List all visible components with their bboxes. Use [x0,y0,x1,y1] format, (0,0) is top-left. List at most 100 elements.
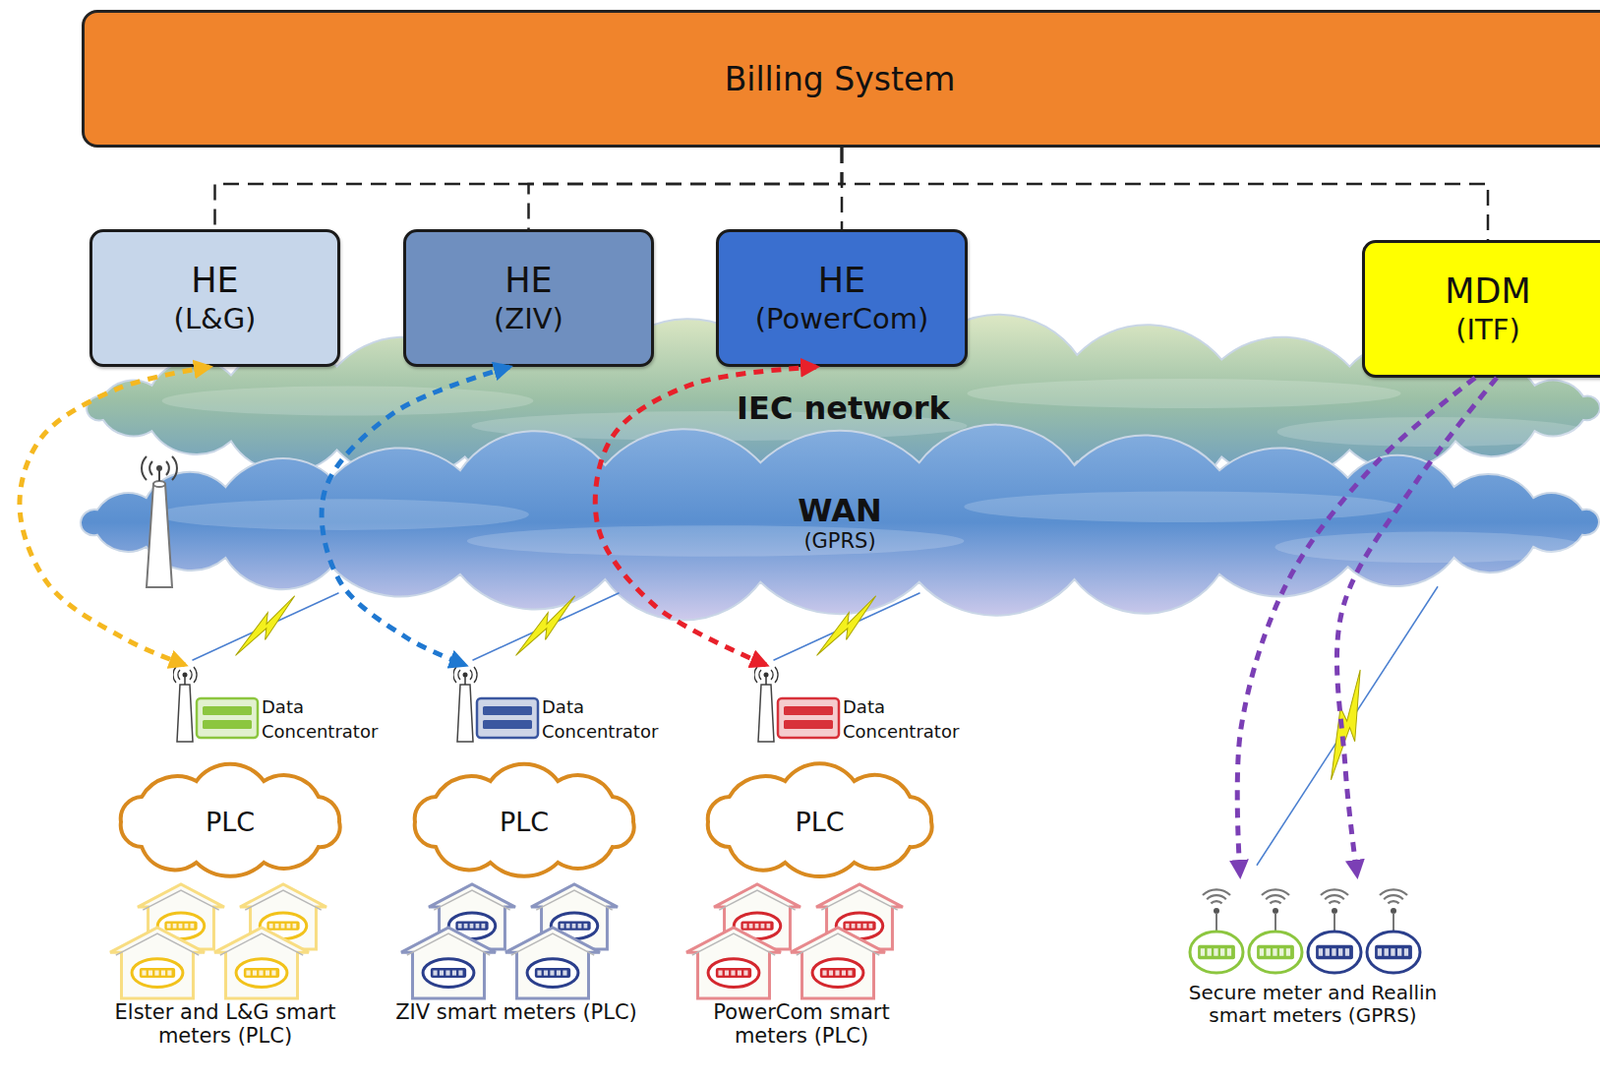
meter-digit [458,923,463,929]
concentrator-box [196,698,258,738]
meter-digit [432,969,437,975]
cloud-streak [967,378,1402,409]
wifi-arc [1387,900,1399,903]
meter-digit [562,969,567,975]
meter-display [1197,945,1236,960]
meter-digit [154,969,159,975]
cloud-streak [1274,531,1586,563]
meter-digit [1384,948,1389,956]
concentrator-icon [173,664,260,744]
meter-digit [743,923,748,929]
house-icon [790,927,886,999]
meter-icon [812,958,864,988]
bolt-shape [503,595,588,656]
meter-icon [527,958,579,988]
meter-display [715,967,752,978]
concentrator-slot [482,706,533,715]
gprs-meters-icon [1175,875,1451,982]
cloud-streak [467,525,965,557]
radio-link [773,592,921,661]
lightning-bolt [466,578,626,673]
meter-icon [131,958,183,988]
meter-digit [141,969,146,975]
lightning-bolt [1240,575,1451,874]
house-icon [686,927,781,999]
meter-digit [173,923,178,929]
meter-digit [258,969,263,975]
meter-digit [470,923,475,929]
node-title: Data Concentrator [842,695,959,744]
meter-digit [287,923,292,929]
plc-node: PLC [694,765,946,879]
roof-line [407,933,490,955]
cloud-outline [120,764,341,877]
signal-arcs [141,456,178,480]
house-icon [110,927,205,999]
meter-display [266,921,299,931]
meter-digit [560,923,565,929]
meter-digit [829,969,833,975]
concentrator-slot [202,706,252,715]
concentrator-icon [754,664,841,744]
meter-digit [549,969,554,975]
concentrator-slot [783,706,833,715]
houses-icon [102,882,349,1001]
meter-digit [584,923,589,929]
meter-display [1374,945,1413,960]
data-link-arrow [321,366,510,665]
data-link-arrow [594,366,817,665]
meter-digit [1266,948,1271,956]
bolt-shape [1301,669,1390,780]
lightning-bolt [767,578,927,673]
he-node: HE(ZIV) [403,229,654,367]
cloud-outline [414,764,635,877]
radio-tower [141,456,178,588]
wifi-arc [1265,894,1286,899]
houses-icon [393,882,640,1001]
meter-digit [1325,948,1330,956]
wifi-arc [1269,900,1281,903]
wifi-arc [1383,894,1404,899]
radio-link [192,592,340,661]
meter-digit [1279,948,1284,956]
house-outline [110,927,205,999]
meter-digit [834,969,839,975]
wifi-arc [1320,888,1349,895]
bolt-shape [804,595,889,656]
wifi-arc [1261,888,1290,895]
house-icon [214,927,309,999]
meter-icon [236,958,288,988]
meter-digit [458,969,463,975]
meter-display [842,921,876,931]
node-title: HE [190,259,238,301]
meter-display [740,921,773,931]
meter-digit [167,969,172,975]
bus-connector [215,147,843,230]
node-subtitle: (L&G) [174,300,257,337]
meter-digit [822,969,827,975]
meter-display [534,967,571,978]
node-title: PowerCom smart meters (PLC) [678,1000,925,1048]
meter-digit [178,923,183,929]
meter-digit [767,923,771,929]
concentrator-slot [482,719,533,729]
wifi-arc [1324,894,1345,899]
meter-digit [566,923,571,929]
node-title: ZIV smart meters (PLC) [393,1000,640,1024]
house-outline [401,927,496,999]
concentrator-box [777,698,839,738]
cloud-outline [708,763,933,877]
node-title: Secure meter and Reallin smart meters (G… [1175,981,1451,1027]
node-title: PLC [205,806,255,837]
node-title: PLC [499,806,549,837]
signal-arcs [173,666,197,683]
antenna-dot [764,672,770,678]
roof-line [796,933,880,955]
meter-digit [1318,948,1323,956]
wifi-arc [1379,888,1408,895]
antenna-dot [463,672,469,678]
meter-digit [1207,948,1212,956]
house-icon [505,927,600,999]
meter-digit [475,923,480,929]
